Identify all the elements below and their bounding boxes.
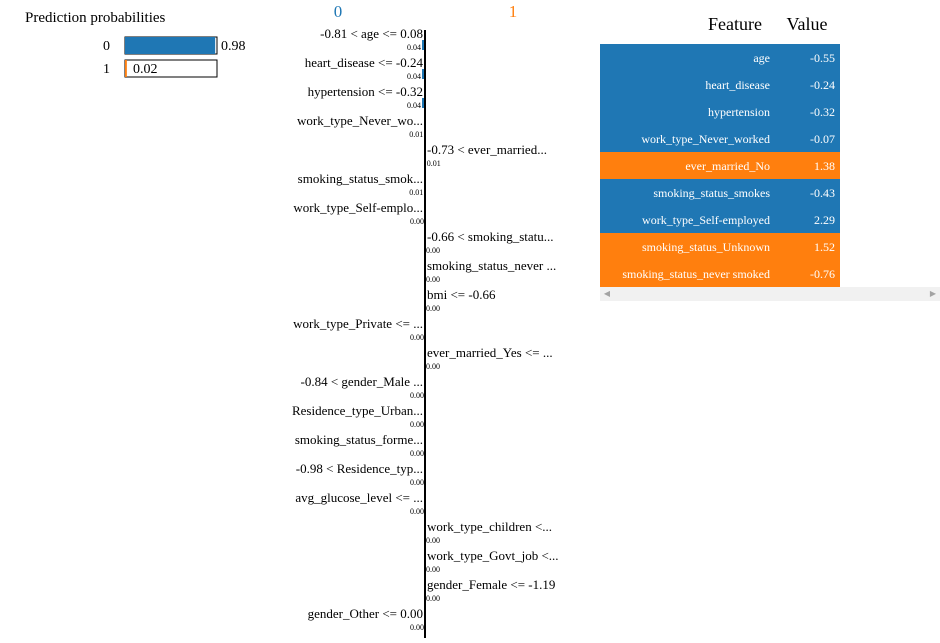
table-cell-value: 1.52 (814, 240, 835, 254)
feature-label: smoking_status_forme... (295, 432, 423, 447)
table-cell-value: -0.43 (810, 186, 835, 200)
prediction-probabilities-panel: Prediction probabilities 0 0.98 1 0.02 (0, 0, 270, 100)
probability-value: 0.02 (133, 62, 158, 77)
table-row (600, 152, 840, 179)
feature-label: work_type_children <... (427, 519, 552, 534)
table-cell-value: -0.07 (810, 132, 835, 146)
prediction-probabilities-chart: Prediction probabilities 0 0.98 1 0.02 (25, 10, 246, 78)
contribution-value: 0.01 (409, 130, 423, 139)
feature-label: Residence_type_Urban... (292, 403, 423, 418)
prediction-probabilities-title: Prediction probabilities (25, 10, 166, 26)
table-row (600, 179, 840, 206)
contribution-bar (422, 69, 425, 79)
explanation-panel: 0 1 -0.81 < age <= 0.08 0.04 heart_disease <… (270, 0, 590, 638)
contribution-value: 0.00 (426, 246, 440, 255)
table-cell-feature: hypertension (708, 105, 770, 119)
table-row (600, 125, 840, 152)
class-0-header: 0 (334, 2, 343, 21)
feature-label: gender_Other <= 0.00 (308, 606, 423, 621)
feature-label: hypertension <= -0.32 (308, 84, 423, 99)
feature-label: smoking_status_smok... (298, 171, 423, 186)
contribution-value: 0.00 (410, 449, 424, 458)
probability-bar (125, 60, 127, 77)
feature-contribution-chart: 0 1 -0.81 < age <= 0.08 0.04 heart_disease <… (292, 2, 559, 638)
contribution-bar (422, 40, 425, 50)
table-cell-feature: heart_disease (705, 78, 770, 92)
feature-label: -0.73 < ever_married... (427, 142, 547, 157)
table-row (600, 44, 840, 71)
scroll-left-icon[interactable]: ◀ (603, 289, 611, 298)
table-cell-value: -0.32 (810, 105, 835, 119)
feature-label: work_type_Self-emplo... (293, 200, 423, 215)
contribution-value: 0.04 (407, 43, 421, 52)
table-cell-value: -0.76 (810, 267, 835, 281)
table-cell-value: -0.55 (810, 51, 835, 65)
contribution-value: 0.01 (427, 159, 441, 168)
contribution-value: 0.00 (410, 623, 424, 632)
table-cell-feature: ever_married_No (685, 159, 770, 173)
probability-bar (125, 37, 216, 54)
table-cell-feature: age (753, 51, 770, 65)
table-cell-value: 2.29 (814, 213, 835, 227)
table-row (600, 98, 840, 125)
table-cell-feature: smoking_status_smokes (653, 186, 770, 200)
table-row (600, 260, 840, 287)
table-cell-value: 1.38 (814, 159, 835, 173)
contribution-value: 0.00 (410, 333, 424, 342)
class-label: 0 (103, 39, 110, 54)
horizontal-scrollbar[interactable]: ◀ ▶ (600, 287, 940, 301)
feature-label: heart_disease <= -0.24 (305, 55, 424, 70)
table-row (600, 233, 840, 260)
table-row (600, 71, 840, 98)
scroll-right-icon[interactable]: ▶ (929, 289, 937, 298)
contribution-value: 0.04 (407, 72, 421, 81)
contribution-value: 0.00 (426, 565, 440, 574)
table-cell-value: -0.24 (810, 78, 835, 92)
feature-label: -0.98 < Residence_typ... (296, 461, 423, 476)
contribution-value: 0.00 (426, 536, 440, 545)
probability-value: 0.98 (221, 39, 246, 54)
contribution-value: 0.00 (410, 478, 424, 487)
contribution-value: 0.00 (410, 507, 424, 516)
feature-label: ever_married_Yes <= ... (427, 345, 553, 360)
contribution-value: 0.00 (426, 275, 440, 284)
feature-label: -0.66 < smoking_statu... (427, 229, 554, 244)
contribution-value: 0.00 (426, 304, 440, 313)
feature-label: gender_Female <= -1.19 (427, 577, 555, 592)
class-label: 1 (103, 62, 110, 77)
contribution-value: 0.04 (407, 101, 421, 110)
feature-label: work_type_Never_wo... (297, 113, 423, 128)
feature-value-table: Feature Value age -0.55 heart_disease -0.24 hy… (600, 0, 940, 310)
table-header-feature: Feature (708, 14, 762, 34)
table-header-value: Value (787, 14, 828, 34)
feature-label: smoking_status_never ... (427, 258, 556, 273)
feature-label: -0.84 < gender_Male ... (301, 374, 424, 389)
feature-label: work_type_Govt_job <... (427, 548, 559, 563)
feature-value-table-svg: Feature Value age -0.55 heart_disease -0.24 hy… (600, 14, 840, 287)
contribution-bar (422, 98, 425, 108)
table-cell-feature: smoking_status_Unknown (642, 240, 770, 254)
feature-label: work_type_Private <= ... (293, 316, 423, 331)
table-cell-feature: work_type_Self-employed (642, 213, 770, 227)
contribution-value: 0.00 (410, 391, 424, 400)
contribution-value: 0.00 (426, 594, 440, 603)
table-cell-feature: work_type_Never_worked (641, 132, 770, 146)
feature-label: bmi <= -0.66 (427, 287, 496, 302)
contribution-value: 0.00 (426, 362, 440, 371)
table-cell-feature: smoking_status_never smoked (622, 267, 770, 281)
feature-label: -0.81 < age <= 0.08 (320, 26, 423, 41)
contribution-value: 0.01 (409, 188, 423, 197)
class-1-header: 1 (509, 2, 518, 21)
table-row (600, 206, 840, 233)
feature-label: avg_glucose_level <= ... (295, 490, 423, 505)
contribution-value: 0.00 (410, 420, 424, 429)
contribution-value: 0.00 (410, 217, 424, 226)
